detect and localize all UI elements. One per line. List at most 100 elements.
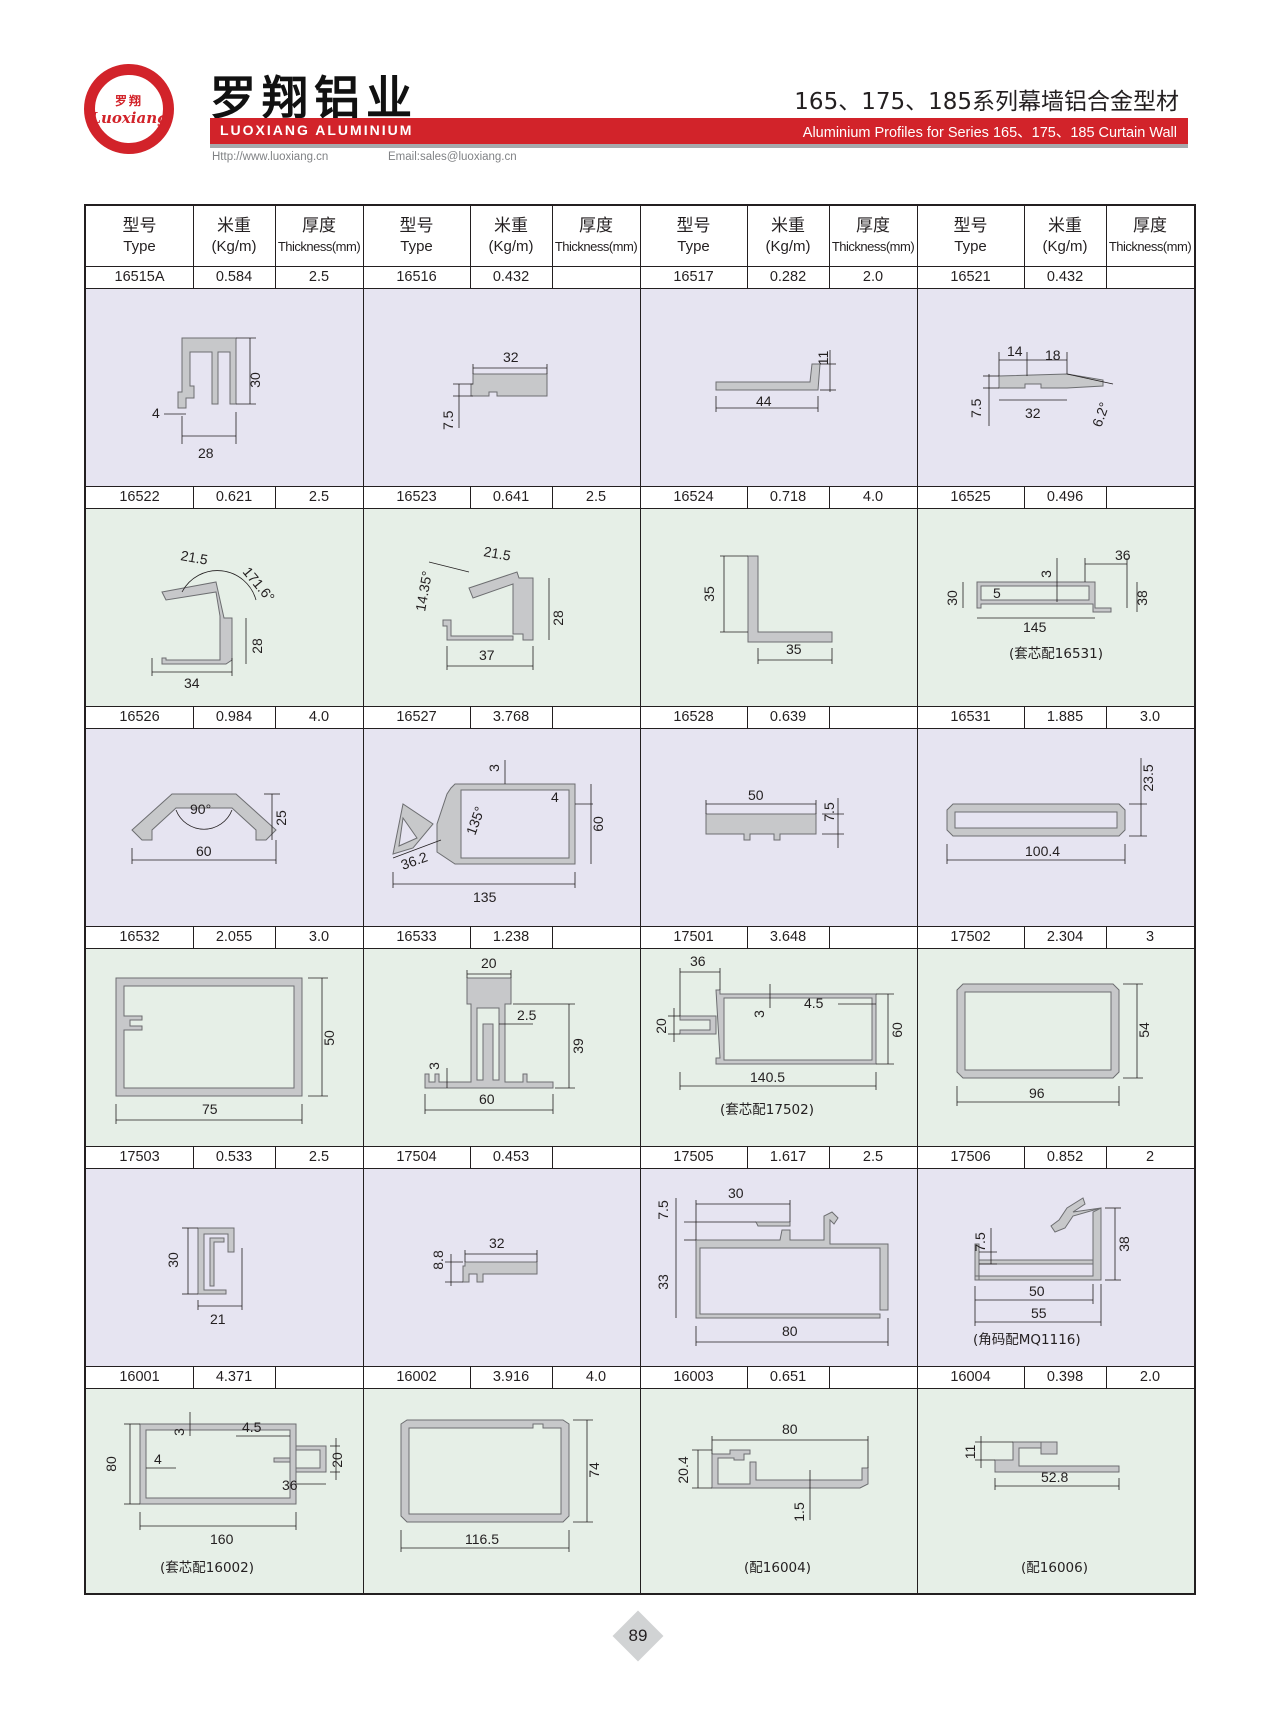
- cell-thickness: [829, 926, 917, 948]
- cell-weight: 0.496: [1046, 489, 1084, 505]
- grid-line: [1024, 926, 1025, 948]
- dim-label: 35: [701, 586, 717, 602]
- cell-thickness: [552, 706, 640, 728]
- grid-line: [470, 1366, 471, 1388]
- grid-line: [470, 1146, 471, 1168]
- dim-label: 160: [210, 1531, 234, 1547]
- cell-weight: 0.453: [492, 1149, 530, 1165]
- cell-thickness: [1106, 266, 1194, 288]
- profile-16515A: 4 28 30: [86, 288, 363, 486]
- dim-label: 50: [321, 1030, 337, 1046]
- dim-label: 30: [944, 590, 960, 606]
- dim-label: 37: [479, 647, 495, 663]
- profile-16531: 23.5 100.4: [917, 728, 1194, 926]
- dim-label: 14.35°: [412, 570, 435, 613]
- col-thickness: 厚度 Thickness(mm): [275, 206, 363, 266]
- grid-line: [552, 706, 553, 728]
- cell-type: 16521: [950, 269, 991, 285]
- grid-line: [1106, 1366, 1107, 1388]
- grid-line: [829, 926, 830, 948]
- col-weight-cn: 米重: [771, 216, 805, 236]
- col-thick-en: Thickness(mm): [277, 239, 361, 254]
- dim-label: 36: [1115, 547, 1131, 563]
- grid-line: [747, 1366, 748, 1388]
- grid-line: [275, 486, 276, 508]
- grid-line: [1024, 1366, 1025, 1388]
- dim-label: 7.5: [968, 398, 984, 418]
- cell-weight: 0.621: [215, 489, 253, 505]
- dim-label: 32: [489, 1235, 505, 1251]
- col-weight-en: (Kg/m): [765, 238, 811, 255]
- series-title-en: Aluminium Profiles for Series 165、175、18…: [802, 125, 1177, 141]
- dim-label: 135: [473, 889, 497, 905]
- dim-label: 30: [728, 1185, 744, 1201]
- dim-label: 3: [486, 764, 502, 772]
- dim-label: 36: [690, 953, 706, 969]
- grid-line: [275, 926, 276, 948]
- dim-label: 80: [782, 1323, 798, 1339]
- grid-line: [1106, 206, 1107, 266]
- grid-line: [1106, 926, 1107, 948]
- cell-weight: 0.651: [769, 1369, 807, 1385]
- cell-weight: 0.432: [492, 269, 530, 285]
- dim-label: 28: [198, 445, 214, 461]
- cell-weight: 0.584: [215, 269, 253, 285]
- dim-label: 4.5: [804, 995, 824, 1011]
- grid-line: [829, 266, 830, 288]
- profile-16526: 90° 25 60: [86, 728, 363, 926]
- dim-label: 50: [748, 787, 764, 803]
- cell-type: 16531: [950, 709, 991, 725]
- cell-type: 16004: [950, 1369, 991, 1385]
- cell-type: 16533: [396, 929, 437, 945]
- grid-line: [829, 206, 830, 266]
- dim-label: 44: [756, 393, 772, 409]
- profile-16525: 36 3 30 5 38 145 (套芯配16531): [917, 508, 1194, 706]
- cell-type: 16001: [119, 1369, 160, 1385]
- col-type-cn: 型号: [953, 216, 988, 236]
- profile-17503: 30 21: [86, 1168, 363, 1366]
- col-weight: 米重(Kg/m): [470, 206, 552, 266]
- dim-label: 32: [1025, 405, 1041, 421]
- col-type-cn: 型号: [122, 216, 157, 236]
- page-number: 89: [628, 1626, 648, 1645]
- profile-caption: (配16006): [1021, 1560, 1088, 1576]
- dim-label: 30: [247, 372, 263, 388]
- dim-label: 7.5: [821, 802, 837, 822]
- cell-weight: 3.768: [492, 709, 530, 725]
- dim-label: 171.6°: [240, 564, 278, 605]
- dim-label: 60: [590, 816, 606, 832]
- cell-type: 17501: [673, 929, 714, 945]
- cell-thickness: [552, 266, 640, 288]
- cell-thickness: 2.0: [1139, 1369, 1161, 1385]
- email-link[interactable]: Email:sales@luoxiang.cn: [388, 151, 517, 163]
- cell-thickness: 3: [1145, 929, 1155, 945]
- cell-type: 16517: [673, 269, 714, 285]
- dim-label: 28: [249, 638, 265, 654]
- dim-label: 23.5: [1140, 764, 1156, 791]
- grid-line: [552, 1146, 553, 1168]
- col-thick-cn: 厚度: [1133, 216, 1167, 236]
- grid-line: [193, 486, 194, 508]
- cell-weight: 1.617: [769, 1149, 807, 1165]
- logo-cn-text: 罗翔: [114, 93, 143, 108]
- cell-weight: 0.398: [1046, 1369, 1084, 1385]
- profile-16001: 80 4.5 3 4 20 36 160 (套芯配16002): [86, 1388, 363, 1586]
- cell-type: 17503: [119, 1149, 160, 1165]
- dim-label: 3: [1038, 570, 1054, 578]
- cell-weight: 0.984: [215, 709, 253, 725]
- website-link[interactable]: Http://www.luoxiang.cn: [212, 151, 329, 163]
- col-thick-cn: 厚度: [856, 216, 890, 236]
- company-logo: 罗翔 Luoxiang: [84, 64, 174, 154]
- grid-line: [1106, 266, 1107, 288]
- profile-17506: 7.5 38 50 55 (角码配MQ1116): [917, 1168, 1194, 1366]
- dim-label: 96: [1029, 1085, 1045, 1101]
- grid-line: [1024, 486, 1025, 508]
- dim-label: 18: [1045, 347, 1061, 363]
- col-type-en: Type: [954, 238, 987, 255]
- col-thick-cn: 厚度: [302, 216, 336, 236]
- profile-caption: (配16004): [744, 1560, 811, 1576]
- dim-label: 60: [889, 1022, 905, 1038]
